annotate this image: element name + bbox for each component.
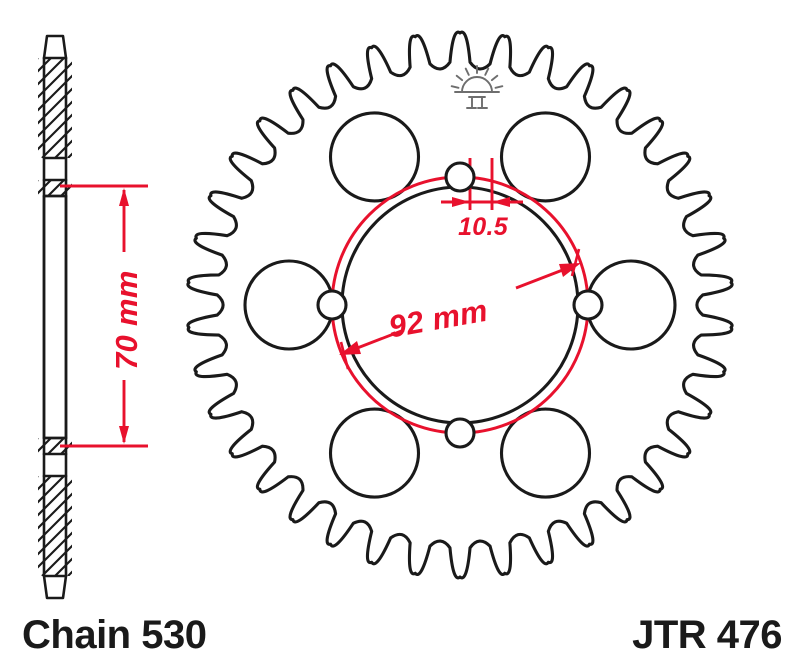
hatch-stroke [146, 476, 246, 576]
hatch-stroke [67, 570, 72, 576]
hatch-stroke [38, 518, 72, 556]
section-hatch-top [38, 58, 272, 158]
hatch-stroke [38, 531, 72, 569]
hatch-stroke [172, 476, 272, 576]
hatch-stroke [38, 438, 52, 453]
part-number-label: JTR 476 [632, 613, 782, 657]
sun-ray [450, 85, 460, 89]
hatch-stroke [38, 438, 39, 440]
hatch-stroke [81, 58, 181, 158]
arrowhead-10-5-left [452, 197, 470, 207]
hatch-stroke [47, 180, 65, 196]
hatch-stroke [38, 476, 39, 478]
logo-glyph [466, 96, 488, 109]
front-view-sprocket [186, 30, 734, 580]
hatch-stroke [38, 492, 72, 530]
hatch-stroke [159, 476, 259, 576]
lightening-hole [499, 111, 592, 203]
hatch-stroke [54, 557, 72, 576]
lightening-hole [328, 407, 421, 499]
hatch-stroke [41, 126, 72, 158]
bolt-hole [316, 289, 348, 321]
hatch-stroke [54, 139, 72, 158]
hatch-stroke [107, 476, 207, 576]
side-web-outline [42, 194, 68, 440]
sun-ray [464, 67, 470, 76]
hatch-stroke [120, 476, 220, 576]
hatch-stroke [38, 505, 72, 543]
arrowhead-10-5-right [492, 197, 510, 207]
dimension-bolt-hole-10-5: 10.5 [441, 158, 523, 241]
sun-ray [455, 74, 464, 82]
hatch-stroke [38, 74, 72, 112]
bolt-hole [572, 289, 604, 321]
hatch-stroke [133, 476, 233, 576]
hatch-stroke [38, 61, 72, 99]
tick-92mm-right [570, 248, 581, 277]
hatch-stroke [38, 87, 72, 125]
hatch-stroke [38, 100, 72, 138]
hatch-stroke [94, 476, 194, 576]
hatch-stroke [47, 438, 65, 454]
sun-ray [490, 74, 499, 82]
hatch-stroke [159, 58, 259, 158]
hatch-stroke [81, 476, 181, 576]
section-hatch-bottom [38, 476, 272, 576]
arrowhead-bottom [119, 426, 129, 444]
hatch-stroke [172, 58, 272, 158]
hatch-stroke [41, 544, 72, 576]
hatch-stroke [94, 58, 194, 158]
hatch-stroke [38, 113, 72, 151]
hatch-stroke [38, 476, 65, 504]
sun-dome [461, 76, 493, 93]
chain-label: Chain 530 [22, 613, 206, 657]
sunrise-icon [450, 65, 504, 109]
sun-ray [494, 85, 504, 89]
hatch-stroke [60, 183, 72, 196]
dimension-label-10-5: 10.5 [458, 213, 509, 241]
bolt-hole [444, 161, 476, 193]
tick-92mm-left [339, 341, 350, 370]
hatch-stroke [38, 180, 52, 195]
hatch-stroke [74, 180, 90, 196]
sun-ray [484, 67, 490, 76]
hatch-stroke [38, 180, 39, 182]
hatch-stroke [146, 58, 246, 158]
bolt-hole-group [316, 161, 604, 449]
bolt-hole [444, 417, 476, 449]
section-hatch-top-thin [38, 180, 103, 196]
sprocket-outline [186, 30, 734, 580]
hatch-stroke [133, 58, 233, 158]
hatch-stroke [107, 58, 207, 158]
hatch-stroke [38, 479, 72, 517]
lightening-hole-group [243, 111, 677, 499]
hatch-stroke [38, 58, 39, 60]
arrowhead-top [119, 188, 129, 206]
dimension-thickness-70mm: 70 mm [60, 184, 148, 448]
hatch-stroke [87, 180, 103, 196]
hatch-stroke [67, 152, 72, 158]
hatch-stroke [38, 58, 65, 86]
side-section-view [38, 34, 272, 600]
lightening-hole [499, 407, 592, 499]
lightening-hole [328, 111, 421, 203]
hatch-stroke [120, 58, 220, 158]
dimension-label-70mm: 70 mm [109, 270, 144, 370]
